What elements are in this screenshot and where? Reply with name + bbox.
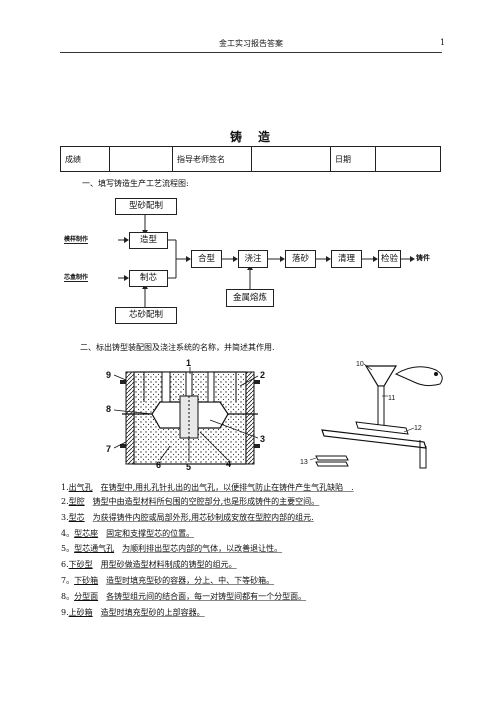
gating-label-12: 12 xyxy=(414,425,422,432)
answer-item-4: 4。型芯座 固定和支撑型芯的位置。 xyxy=(61,529,195,538)
flow-inspection: 检验 xyxy=(378,250,401,268)
answer-desc: 为获得铸件内腔或局部外形,用芯砂制成安放在型腔内部的组元. xyxy=(92,513,314,522)
flowchart-connectors xyxy=(118,215,415,307)
answer-item-2: 2.型腔 铸型中由造型材料所包围的空腔部分,也是形成铸件的主要空间。 xyxy=(61,497,320,506)
mold-label-8: 8 xyxy=(106,404,111,414)
answer-term: 型腔 xyxy=(68,497,85,506)
answer-desc: 铸型中由造型材料所包围的空腔部分,也是形成铸件的主要空间。 xyxy=(92,497,320,506)
mold-label-4: 4 xyxy=(226,459,231,469)
answer-term: 上砂箱 xyxy=(68,608,93,617)
answer-desc: 造型时填充型砂的上部容器。 xyxy=(100,608,205,617)
flow-molding: 造型 xyxy=(129,232,168,249)
answer-term: 出气孔 xyxy=(68,483,93,492)
flow-metal-melting: 金属熔炼 xyxy=(226,289,274,307)
answer-term: 下砂箱 xyxy=(74,576,99,585)
answer-desc: 造型时填充型砂的容器，分上、中、下等砂箱。 xyxy=(106,576,275,585)
page-header-title: 金工实习报告答案 xyxy=(219,39,283,48)
info-table: 成绩 指导老师签名 日期 xyxy=(60,146,441,172)
answer-term: 型芯通气孔 xyxy=(74,544,115,553)
mold-assembly-diagram: 1 2 3 4 5 6 7 8 9 xyxy=(106,358,265,472)
flow-casting: 铸件 xyxy=(416,253,430,262)
answer-term: 分型面 xyxy=(74,592,99,601)
answer-item-9: 9.上砂箱 造型时填充型砂的上部容器。 xyxy=(61,608,205,617)
answer-desc: 在铸型中,用扎孔针扎出的出气孔，以便排气防止在铸件产生气孔缺陷 . xyxy=(100,483,354,492)
gating-label-11: 11 xyxy=(388,395,395,402)
answer-item-1: 1.出气孔 在铸型中,用扎孔针扎出的出气孔，以便排气防止在铸件产生气孔缺陷 . xyxy=(61,483,354,492)
answer-desc: 固定和支撑型芯的位置。 xyxy=(106,529,195,538)
answer-term: 下砂型 xyxy=(68,560,93,569)
teacher-field[interactable] xyxy=(251,146,331,172)
flow-core-sand: 芯砂配制 xyxy=(115,307,177,324)
grade-label: 成绩 xyxy=(60,146,110,172)
date-field[interactable] xyxy=(375,146,441,172)
answer-item-6: 6.下砂型 用型砂做造型材料制成的铸型的组元。 xyxy=(61,560,237,569)
flow-pattern-making: 模样制作 xyxy=(64,236,89,244)
section1-heading: 一、填写铸造生产工艺流程图: xyxy=(82,179,189,188)
answer-item-8: 8。分型面 各铸型组元间的结合面，每一对铸型间都有一个分型面。 xyxy=(61,592,307,601)
flow-cleaning: 清理 xyxy=(331,250,362,268)
answer-desc: 各铸型组元间的结合面，每一对铸型间都有一个分型面。 xyxy=(106,592,307,601)
answer-term: 型芯 xyxy=(68,513,85,522)
flow-pouring: 浇注 xyxy=(238,250,268,268)
teacher-label: 指导老师签名 xyxy=(172,146,252,172)
document-title: 铸 造 xyxy=(229,130,272,144)
mold-label-3: 3 xyxy=(260,434,265,444)
mold-label-5: 5 xyxy=(186,462,191,472)
date-label: 日期 xyxy=(330,146,376,172)
flow-molding-sand: 型砂配制 xyxy=(115,198,177,215)
mold-label-6: 6 xyxy=(156,460,161,470)
mold-label-7: 7 xyxy=(106,444,111,454)
flow-corebox-making: 芯盒制作 xyxy=(64,274,89,282)
mold-label-1: 1 xyxy=(186,358,191,368)
answer-term: 型芯座 xyxy=(74,529,99,538)
gating-label-13: 13 xyxy=(300,459,308,466)
mold-label-2: 2 xyxy=(260,370,265,380)
header-rule xyxy=(60,52,442,53)
answer-desc: 为顺利排出型芯内部的气体，以改善退让性。 xyxy=(122,544,283,553)
section2-heading: 二、标出铸型装配图及浇注系统的名称，并简述其作用. xyxy=(80,343,275,352)
process-flowchart: 型砂配制 模样制作 造型 芯盒制作 制芯 芯砂配制 合型 浇注 落砂 清理 检验… xyxy=(60,192,442,332)
mold-label-9: 9 xyxy=(106,370,111,380)
flow-shakeout: 落砂 xyxy=(285,250,316,268)
answer-item-5: 5。型芯通气孔 为顺利排出型芯内部的气体，以改善退让性。 xyxy=(61,544,283,553)
answer-desc: 用型砂做造型材料制成的铸型的组元。 xyxy=(100,560,237,569)
answer-item-3: 3.型芯 为获得铸件内腔或局部外形,用芯砂制成安放在型腔内部的组元. xyxy=(61,513,314,522)
gating-label-10: 10 xyxy=(356,361,364,368)
flow-mold-closing: 合型 xyxy=(191,250,222,268)
gating-system-diagram: 10 11 12 13 xyxy=(300,361,443,469)
flow-core-making: 制芯 xyxy=(129,270,168,287)
answer-item-7: 7。下砂箱 造型时填充型砂的容器，分上、中、下等砂箱。 xyxy=(61,576,275,585)
grade-field[interactable] xyxy=(109,146,173,172)
page-number: 1 xyxy=(440,38,446,47)
